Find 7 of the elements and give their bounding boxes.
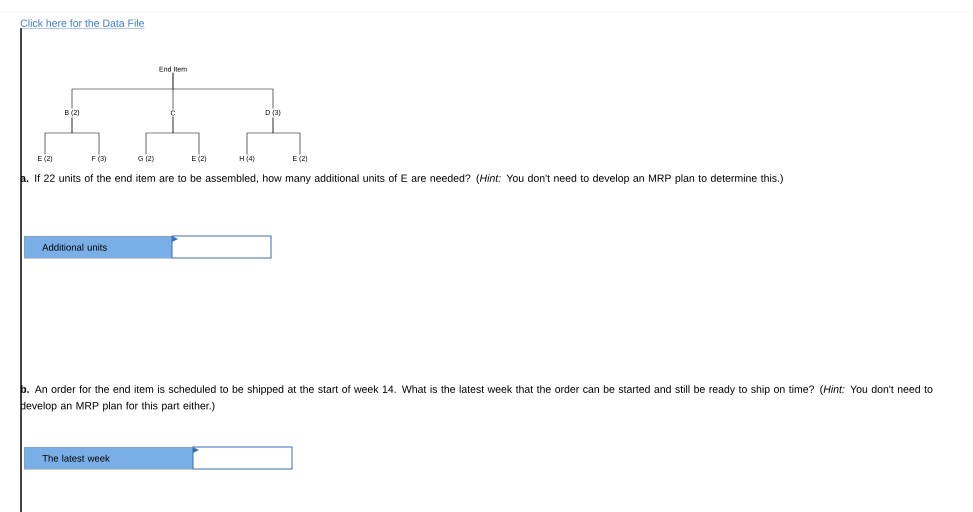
field-label: Additional units [24, 236, 172, 258]
tree-connector [172, 116, 200, 155]
field-label: The latest week [24, 447, 194, 470]
tree-connector [272, 117, 300, 155]
tree-connector [172, 72, 274, 109]
link: Click here for the Data File [20, 19, 145, 29]
tree-connector [72, 117, 100, 155]
